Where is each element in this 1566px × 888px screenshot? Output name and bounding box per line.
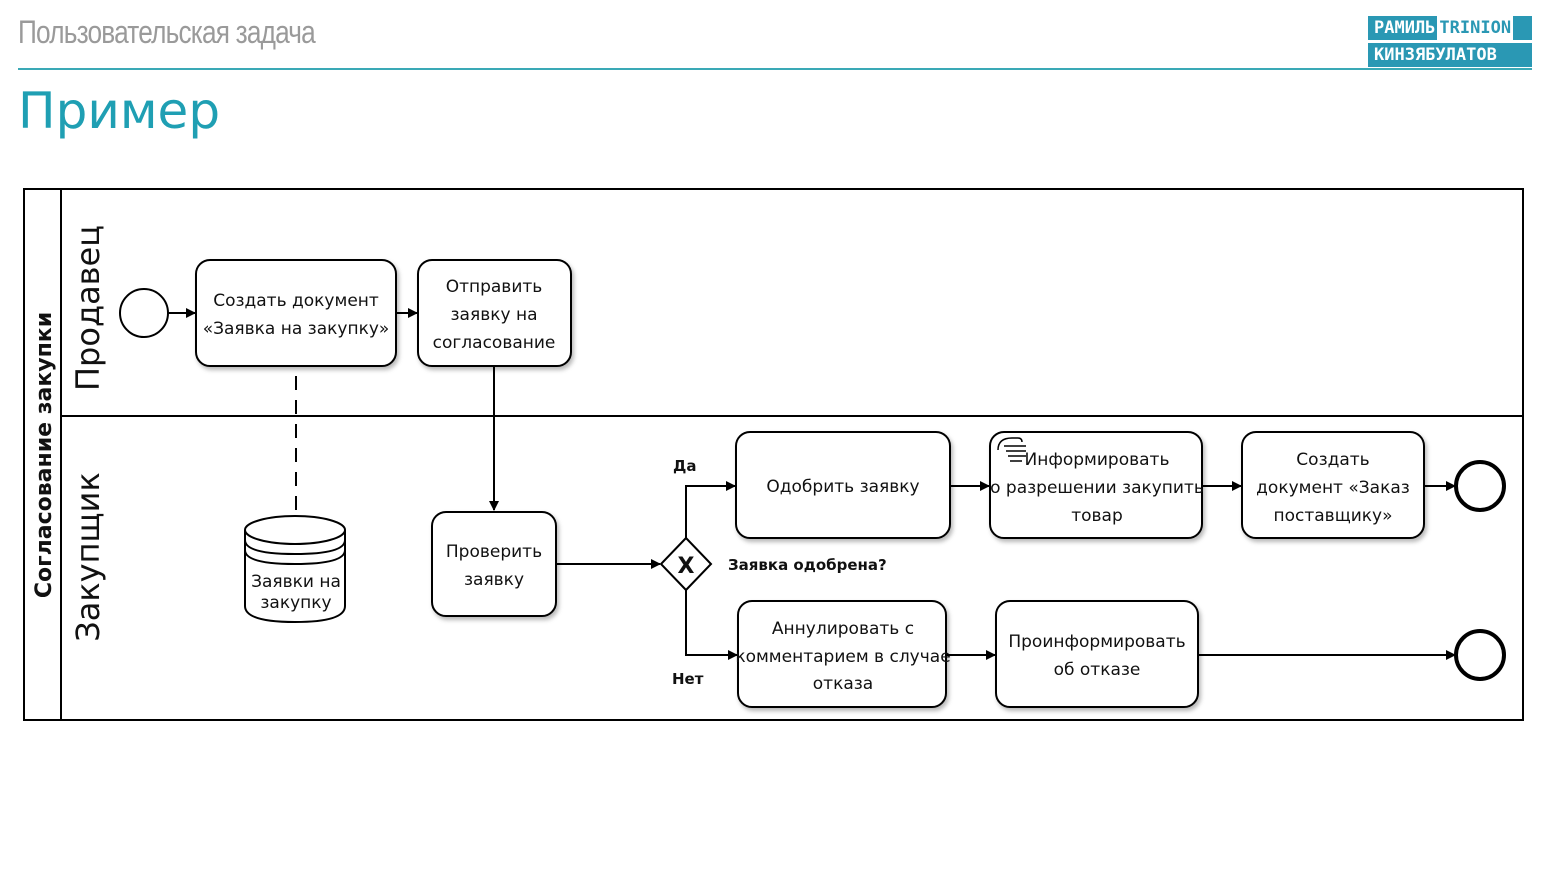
pool-label: Согласование закупки <box>32 312 57 598</box>
user-task-icon <box>997 437 1026 462</box>
logo-text-3: КИНЗЯБУЛАТОВ <box>1374 45 1497 65</box>
task-create-request: Создать документ«Заявка на закупку» <box>195 259 397 367</box>
exclusive-gateway: X <box>659 536 713 592</box>
task-approve: Одобрить заявку <box>735 431 951 539</box>
pool-frame <box>23 188 1524 721</box>
lane-label-buyer: Закупщик <box>69 472 107 642</box>
slide-subtitle: Пользовательская задача <box>18 14 316 50</box>
gateway-question: Заявка одобрена? <box>728 556 887 574</box>
end-event-approved <box>1454 460 1506 512</box>
svg-text:Создать документ«Заявка на зак: Создать документ«Заявка на закупку» <box>203 291 390 339</box>
logo-text-2: TRINION <box>1437 16 1514 40</box>
gateway-yes-label: Да <box>673 457 696 475</box>
logo-text-1: РАМИЛЬ <box>1374 18 1436 38</box>
gateway-no-label: Нет <box>672 670 704 688</box>
slide-title: Пример <box>18 82 221 140</box>
lane-label-seller: Продавец <box>69 225 107 391</box>
end-event-rejected <box>1454 629 1506 681</box>
svg-text:X: X <box>678 554 695 579</box>
header-divider <box>18 68 1532 70</box>
svg-text:Одобрить заявку: Одобрить заявку <box>766 477 919 497</box>
start-event <box>119 288 169 338</box>
sequence-flows <box>168 308 1456 660</box>
